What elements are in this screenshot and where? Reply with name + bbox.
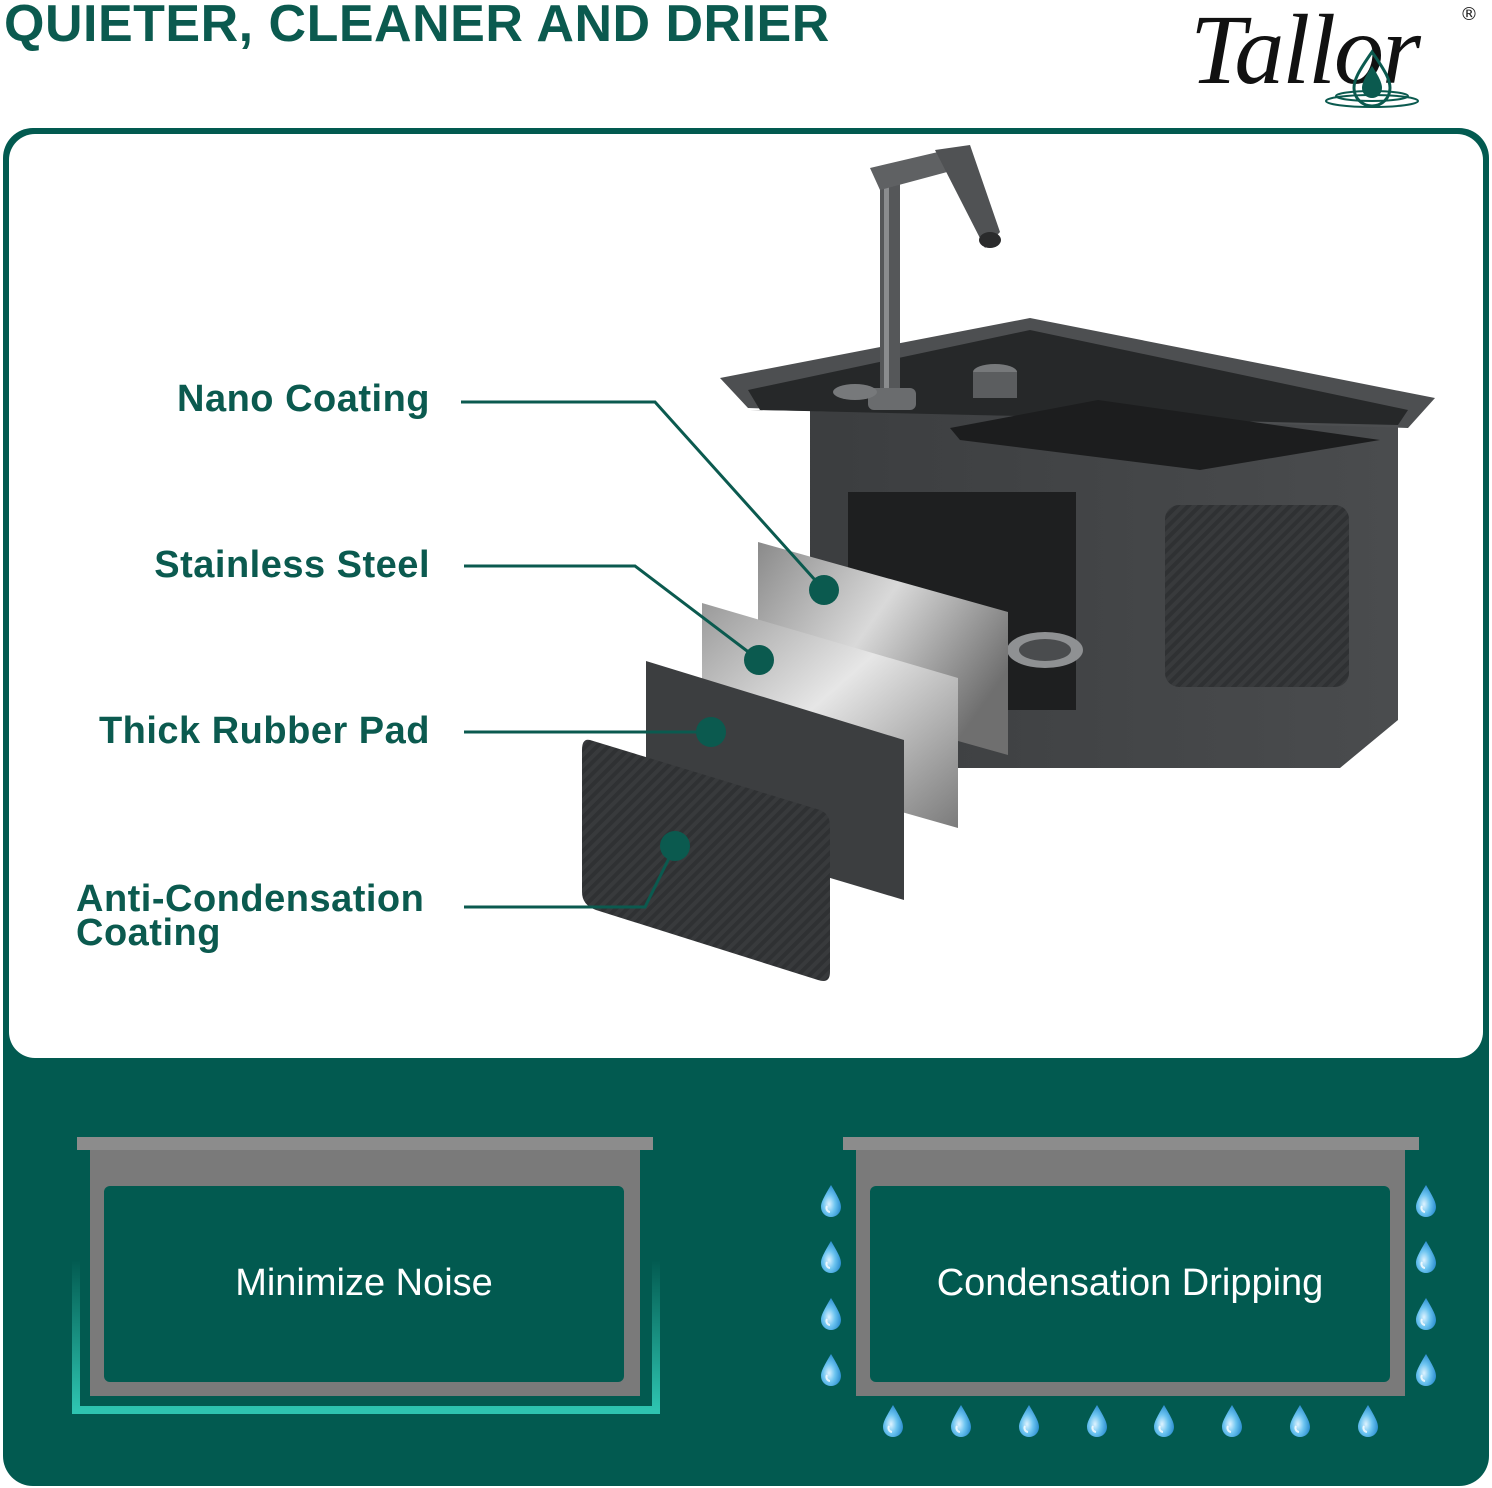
page-title: QUIETER, CLEANER AND DRIER [4, 0, 830, 53]
benefit-minimize-noise: Minimize Noise [235, 1262, 493, 1304]
layer-label-stainless-steel: Stainless Steel [154, 544, 430, 586]
layer-label-nano-coating: Nano Coating [177, 378, 430, 420]
layer-label-line1: Anti-Condensation [76, 878, 425, 920]
brand-name: Tallor [1190, 0, 1421, 105]
brand-logo: Tallor ® [1186, 0, 1486, 110]
layer-label-line2: Coating [76, 912, 221, 954]
registered-mark: ® [1460, 4, 1478, 25]
water-drop-logo-icon [1325, 49, 1419, 108]
layer-label-thick-rubber-pad: Thick Rubber Pad [98, 710, 430, 752]
benefit-condensation-dripping: Condensation Dripping [936, 1262, 1324, 1304]
layer-label-anti-condensation: Anti-Condensation Coating [76, 878, 425, 954]
